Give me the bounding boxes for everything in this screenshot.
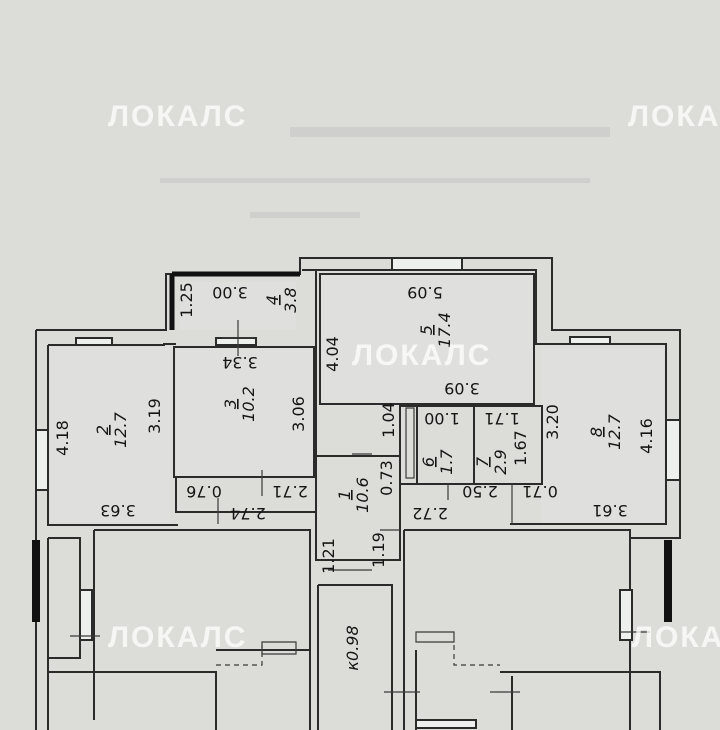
- room-2-area: 12.7: [111, 411, 130, 447]
- outer-walls: [35, 257, 681, 730]
- room-5-area: 17.4: [435, 312, 454, 348]
- dim-250: 2.50: [462, 482, 498, 501]
- dim-509: 5.09: [407, 283, 443, 302]
- dim-271: 2.71: [272, 482, 308, 501]
- room-3-number: 3: [221, 399, 240, 409]
- dim-306: 3.06: [289, 396, 308, 432]
- room-1-number: 1: [335, 490, 354, 500]
- room-7-area: 2.9: [491, 449, 510, 474]
- dim-418: 4.18: [53, 420, 72, 456]
- dim-272: 2.72: [412, 504, 448, 523]
- dim-416: 4.16: [637, 418, 656, 454]
- dim-363: 3.63: [100, 501, 136, 520]
- dim-404: 4.04: [323, 336, 342, 372]
- dim-319: 3.19: [145, 398, 164, 434]
- dim-076: 0.76: [186, 482, 222, 501]
- watermark-top-left: ЛОКАЛС: [108, 100, 247, 133]
- room-4-number: 4: [263, 295, 282, 305]
- dim-320: 3.20: [543, 404, 562, 440]
- dim-361: 3.61: [592, 501, 628, 520]
- room-6-area: 1.7: [437, 448, 456, 474]
- dim-334: 3.34: [222, 353, 258, 372]
- lower-room-label: к0.98: [343, 625, 362, 670]
- dim-300: 3.00: [212, 283, 248, 302]
- room-7-number: 7: [473, 456, 492, 467]
- room-4-area: 3.8: [281, 287, 300, 312]
- watermarks: ЛОКАЛС ЛОКАЛС ЛОКАЛС ЛОКАЛС ЛОКАЛС: [108, 100, 720, 654]
- watermark-top-right: ЛОКАЛС: [628, 100, 720, 133]
- dim-125: 1.25: [177, 282, 196, 318]
- watermark-center: ЛОКАЛС: [352, 339, 491, 372]
- faint-heading-text: [160, 127, 610, 218]
- dim-309: 3.09: [444, 379, 480, 398]
- room-labels: 1 10.6 2 12.7 3 10.2 4 3.8 5 17.4 6 1.7 …: [93, 287, 624, 670]
- dim-071: 0.71: [522, 482, 558, 501]
- room-6-number: 6: [419, 457, 438, 467]
- room-2-number: 2: [93, 425, 112, 435]
- room-5-number: 5: [417, 325, 436, 335]
- dim-171: 1.71: [484, 409, 520, 428]
- dim-100: 1.00: [424, 409, 460, 428]
- dim-119: 1.19: [369, 532, 388, 568]
- room-8-area: 12.7: [605, 413, 624, 449]
- watermark-bottom-left: ЛОКАЛС: [108, 621, 247, 654]
- dim-274: 2.74: [230, 504, 266, 523]
- room-1-area: 10.6: [353, 477, 372, 513]
- dim-104: 1.04: [379, 402, 398, 438]
- dim-073: 0.73: [377, 460, 396, 496]
- dim-121: 1.21: [319, 538, 338, 574]
- room-8-number: 8: [587, 427, 606, 437]
- room-3-area: 10.2: [239, 386, 258, 422]
- dimension-labels: 1.25 3.00 5.09 3.34 4.04 4.18 3.19 3.06 …: [53, 282, 656, 574]
- dim-167: 1.67: [511, 430, 530, 466]
- watermark-bottom-right: ЛОКАЛС: [632, 621, 720, 654]
- door-marks: [70, 320, 650, 693]
- windows: [32, 257, 681, 729]
